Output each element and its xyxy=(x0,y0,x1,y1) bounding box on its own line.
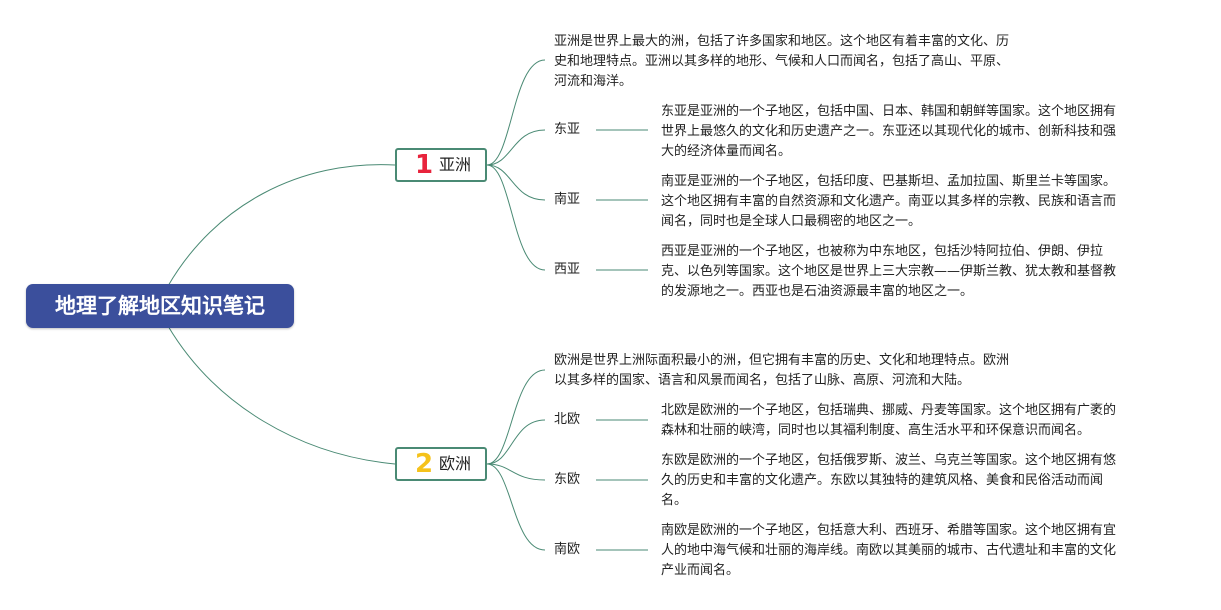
connector-europe-east xyxy=(486,463,546,481)
east-asia-note[interactable]: 东亚是亚洲的一个子地区，包括中国、日本、韩国和朝鲜等国家。这个地区拥有 世界上最… xyxy=(661,104,1117,159)
connector-asia-west xyxy=(486,164,546,271)
central-topic[interactable]: 地理了解地区知识笔记 xyxy=(26,284,294,328)
south-asia-note[interactable]: 南亚是亚洲的一个子地区，包括印度、巴基斯坦、孟加拉国、斯里兰卡等国家。 这个地区… xyxy=(661,174,1117,229)
connector-root-europe xyxy=(167,325,396,465)
connector-asia-south xyxy=(486,164,546,201)
connector-root-asia xyxy=(167,164,396,287)
subtopic-east-asia[interactable]: 东亚 xyxy=(554,122,581,137)
subtopic-southern-europe[interactable]: 南欧 xyxy=(554,542,581,557)
branch-asia[interactable]: 1 亚洲 xyxy=(395,148,487,182)
connector-asia-desc xyxy=(486,59,546,166)
subtopic-west-asia[interactable]: 西亚 xyxy=(554,262,581,277)
asia-description[interactable]: 亚洲是世界上最大的洲，包括了许多国家和地区。这个地区有着丰富的文化、历 史和地理… xyxy=(554,34,1010,89)
connector-europe-north xyxy=(486,419,546,465)
branch-number: 1 xyxy=(415,150,434,180)
connector-asia-east xyxy=(486,129,546,166)
southern-europe-note[interactable]: 南欧是欧洲的一个子地区，包括意大利、西班牙、希腊等国家。这个地区拥有宜 人的地中… xyxy=(661,523,1117,578)
subtopic-eastern-europe[interactable]: 东欧 xyxy=(554,472,581,487)
branch-europe[interactable]: 2 欧洲 xyxy=(395,447,487,481)
europe-description[interactable]: 欧洲是世界上洲际面积最小的洲，但它拥有丰富的历史、文化和地理特点。欧洲 以其多样… xyxy=(554,353,1010,388)
northern-europe-note[interactable]: 北欧是欧洲的一个子地区，包括瑞典、挪威、丹麦等国家。这个地区拥有广袤的 森林和壮… xyxy=(661,403,1117,438)
branch-label: 欧洲 xyxy=(439,454,472,473)
subtopic-northern-europe[interactable]: 北欧 xyxy=(554,412,581,427)
subtopic-south-asia[interactable]: 南亚 xyxy=(554,192,581,207)
branch-label: 亚洲 xyxy=(439,155,472,174)
west-asia-note[interactable]: 西亚是亚洲的一个子地区，也被称为中东地区，包括沙特阿拉伯、伊朗、伊拉 克、以色列… xyxy=(661,244,1117,299)
eastern-europe-note[interactable]: 东欧是欧洲的一个子地区，包括俄罗斯、波兰、乌克兰等国家。这个地区拥有悠 久的历史… xyxy=(661,453,1117,508)
connector-europe-desc xyxy=(486,369,546,465)
branch-number: 2 xyxy=(415,449,434,479)
connector-europe-south xyxy=(486,463,546,551)
